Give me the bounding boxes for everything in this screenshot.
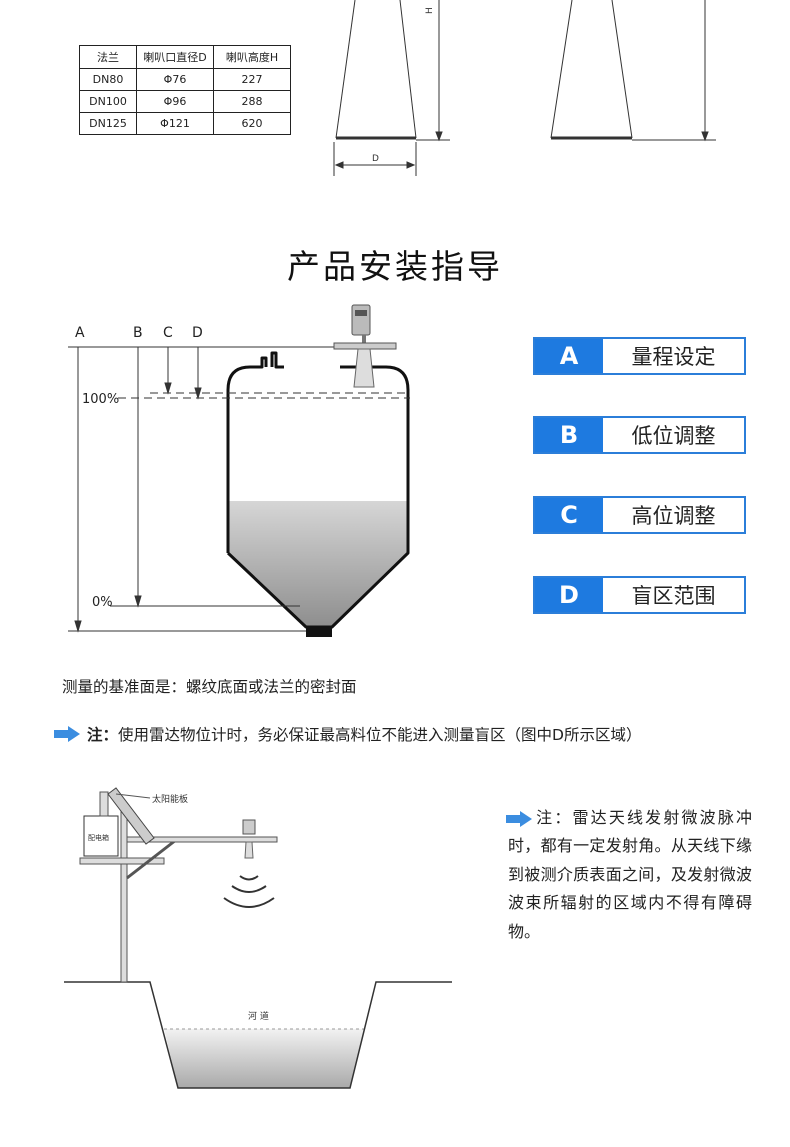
horn-right — [550, 0, 716, 142]
river-water — [164, 1029, 364, 1088]
table-cell: 620 — [213, 112, 291, 135]
radar-level-meter — [242, 819, 256, 859]
reference-note: 测量的基准面是：螺纹底面或法兰的密封面 — [62, 678, 357, 696]
level-100-label: 100% — [82, 392, 119, 407]
legend-text: 盲区范围 — [631, 584, 716, 608]
warning-text: 使用雷达物位计时，务必保证最高料位不能进入测量盲区（图中D所示区域） — [118, 726, 642, 744]
section-title: 产品安装指导 — [287, 247, 503, 286]
col-label-a: A — [75, 325, 85, 341]
legend-text: 低位调整 — [631, 424, 716, 448]
legend-letter: D — [535, 578, 603, 612]
d-dimension — [333, 142, 417, 176]
solar-label: 太阳能板 — [152, 793, 188, 805]
legend-item-b: B 低位调整 — [533, 416, 746, 454]
microwave-waves-icon — [223, 875, 275, 908]
cantilever-arm — [126, 836, 278, 843]
flange-spec-table: 法兰 喇叭口直径D 喇叭高度H DN80 Φ76 227 DN100 Φ96 2… — [79, 45, 291, 135]
dimension-arrows — [74, 347, 202, 633]
d-label: D — [372, 154, 379, 164]
warning-prefix: 注： — [87, 726, 119, 744]
arrow-right-icon — [506, 811, 532, 827]
legend-text: 量程设定 — [631, 345, 716, 369]
box-label: 配电箱 — [88, 833, 109, 842]
col-label-b: B — [133, 325, 143, 341]
tank-installation-diagram: A B C D 100% 0% — [68, 304, 410, 637]
horn-dimension-diagram: H D — [333, 0, 716, 176]
material-fill — [228, 501, 408, 627]
col-label-d: D — [192, 325, 203, 341]
table-cell: DN80 — [79, 68, 137, 91]
table-header-cell: 法兰 — [79, 45, 137, 69]
river-installation-diagram: 河 道 配电箱 太阳能板 — [64, 787, 452, 1089]
table-header-cell: 喇叭口直径D — [136, 45, 214, 69]
river-bank — [64, 981, 452, 1089]
table-row: DN80 Φ76 227 — [79, 68, 291, 91]
arrow-right-icon — [54, 726, 80, 742]
table-cell: Φ76 — [136, 68, 214, 91]
antenna-note: 注：雷达天线发射微波脉冲时，都有一定发射角。从天线下缘到被测介质表面之间，及发射… — [508, 804, 752, 946]
legend-item-c: C 高位调整 — [533, 496, 746, 534]
radar-level-meter — [333, 304, 397, 388]
legend-letter: C — [535, 498, 603, 532]
h-label: H — [425, 7, 435, 14]
crossbar — [79, 857, 165, 865]
table-cell: DN125 — [79, 112, 137, 135]
legend-item-a: A 量程设定 — [533, 337, 746, 375]
box-mast — [99, 791, 109, 817]
table-row: DN125 Φ121 620 — [79, 112, 291, 135]
river-label: 河 道 — [248, 1010, 269, 1022]
support-strut — [126, 838, 177, 880]
horn-left — [335, 0, 417, 140]
col-label-c: C — [163, 325, 173, 341]
solar-panel — [107, 787, 155, 845]
legend-letter: A — [535, 339, 603, 373]
legend-item-d: D 盲区范围 — [533, 576, 746, 614]
table-cell: Φ121 — [136, 112, 214, 135]
antenna-note-text: 注：雷达天线发射微波脉冲时，都有一定发射角。从天线下缘到被测介质表面之间，及发射… — [508, 808, 752, 941]
legend-letter: B — [535, 418, 603, 452]
h-dimension — [416, 0, 450, 142]
table-header-row: 法兰 喇叭口直径D 喇叭高度H — [79, 45, 291, 69]
table-row: DN100 Φ96 288 — [79, 90, 291, 113]
warning-note: 注：使用雷达物位计时，务必保证最高料位不能进入测量盲区（图中D所示区域） — [87, 723, 641, 745]
solar-label-leader — [115, 793, 151, 799]
tank-outline — [226, 351, 410, 629]
tank-outlet — [306, 627, 332, 637]
mounting-pole — [120, 809, 128, 983]
legend-text: 高位调整 — [631, 504, 716, 528]
level-0-label: 0% — [92, 595, 113, 610]
